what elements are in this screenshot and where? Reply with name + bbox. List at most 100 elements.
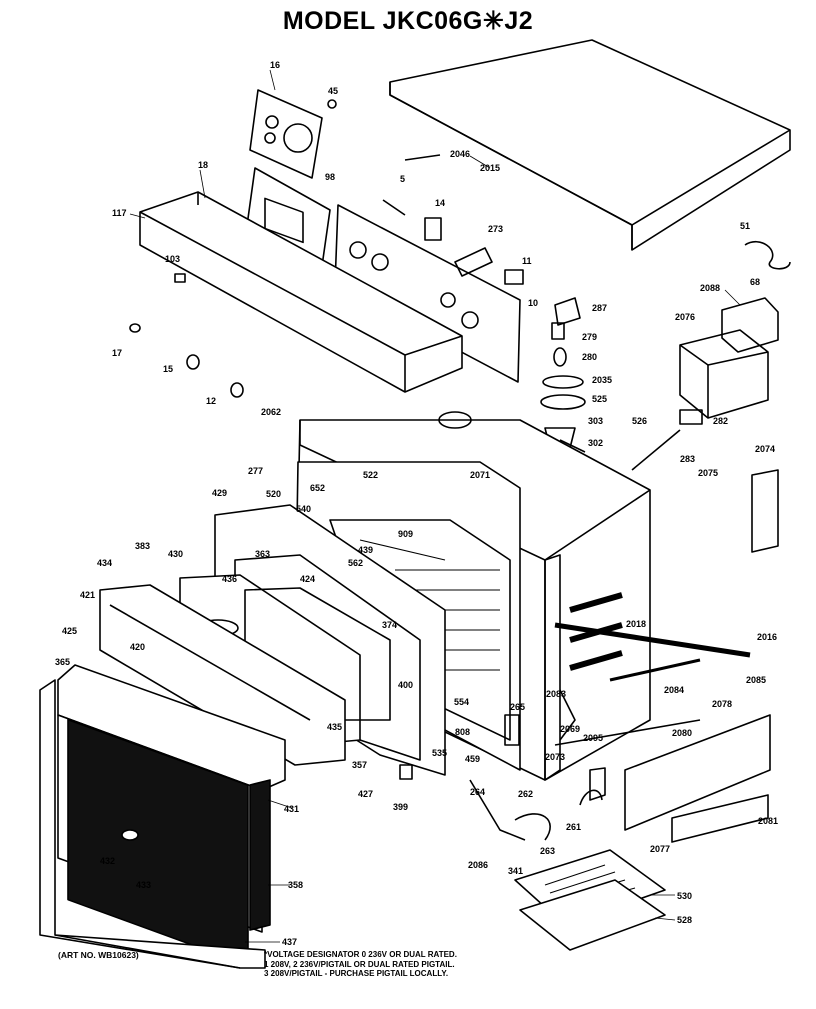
top-cover-panel xyxy=(389,39,791,251)
leader-lines xyxy=(129,69,741,943)
note-line: *VOLTAGE DESIGNATOR 0 236V OR DUAL RATED… xyxy=(264,950,457,959)
part-label: 383 xyxy=(135,541,150,551)
part-label: 652 xyxy=(310,483,325,493)
part-label: 17 xyxy=(112,348,122,358)
relay-hardware xyxy=(382,154,581,326)
door-choke xyxy=(99,584,346,766)
part-label: 2018 xyxy=(626,619,646,629)
part-label: 103 xyxy=(165,254,180,264)
control-panel-face xyxy=(139,191,463,393)
part-label: 427 xyxy=(358,789,373,799)
part-label: 434 xyxy=(97,558,112,568)
part-label: 2078 xyxy=(712,699,732,709)
part-label: 262 xyxy=(518,789,533,799)
part-label: 436 xyxy=(222,574,237,584)
part-label: 522 xyxy=(363,470,378,480)
part-label: 303 xyxy=(588,416,603,426)
part-label: 808 xyxy=(455,727,470,737)
side-panel xyxy=(751,469,779,553)
part-label: 265 xyxy=(510,702,525,712)
power-cord xyxy=(744,240,791,270)
part-label: 287 xyxy=(592,303,607,313)
part-label: 5 xyxy=(400,174,405,184)
part-label: 12 xyxy=(206,396,216,406)
part-label: 433 xyxy=(136,880,151,890)
part-number-labels: 16 45 98 5 2046 2015 18 117 103 14 273 1… xyxy=(55,60,778,947)
part-label: 2069 xyxy=(560,724,580,734)
part-label: 68 xyxy=(750,277,760,287)
part-label: 2015 xyxy=(480,163,500,173)
part-label: 2075 xyxy=(698,468,718,478)
part-label: 273 xyxy=(488,224,503,234)
door-side-strip xyxy=(249,779,271,931)
part-label: 528 xyxy=(677,915,692,925)
part-label: 2088 xyxy=(700,283,720,293)
part-label: 358 xyxy=(288,880,303,890)
part-label: 2016 xyxy=(757,632,777,642)
part-label: 554 xyxy=(454,697,469,707)
part-label: 302 xyxy=(588,438,603,448)
part-label: 15 xyxy=(163,364,173,374)
part-label: 439 xyxy=(358,545,373,555)
control-plate xyxy=(249,89,323,179)
part-label: 431 xyxy=(284,804,299,814)
part-label: 421 xyxy=(80,590,95,600)
part-label: 279 xyxy=(582,332,597,342)
part-label: 2095 xyxy=(583,733,603,743)
part-label: 2085 xyxy=(746,675,766,685)
part-label: 2081 xyxy=(758,816,778,826)
lower-panels xyxy=(554,714,771,843)
control-bracket xyxy=(334,204,521,383)
part-label: 357 xyxy=(352,760,367,770)
part-label: 283 xyxy=(680,454,695,464)
lower-hardware xyxy=(399,689,606,841)
part-label: 2035 xyxy=(592,375,612,385)
part-label: 399 xyxy=(393,802,408,812)
part-label: 520 xyxy=(266,489,281,499)
part-label: 277 xyxy=(248,466,263,476)
part-label: 535 xyxy=(432,748,447,758)
part-label: 429 xyxy=(212,488,227,498)
part-label: 2076 xyxy=(675,312,695,322)
part-label: 425 xyxy=(62,626,77,636)
part-label: 261 xyxy=(566,822,581,832)
part-label: 530 xyxy=(677,891,692,901)
broiler-tray xyxy=(514,849,666,951)
part-label: 98 xyxy=(325,172,335,182)
stirrer-parts xyxy=(540,322,586,453)
part-label: 420 xyxy=(130,642,145,652)
part-label: 45 xyxy=(328,86,338,96)
part-label: 374 xyxy=(382,620,397,630)
part-label: 459 xyxy=(465,754,480,764)
outer-door xyxy=(57,664,286,967)
part-label: 540 xyxy=(296,504,311,514)
part-label: 2071 xyxy=(470,470,490,480)
part-label: 437 xyxy=(282,937,297,947)
part-label: 280 xyxy=(582,352,597,362)
part-label: 2077 xyxy=(650,844,670,854)
art-number: (ART NO. WB10623) xyxy=(58,950,139,960)
voltage-notes: *VOLTAGE DESIGNATOR 0 236V OR DUAL RATED… xyxy=(264,950,457,979)
part-label: 2046 xyxy=(450,149,470,159)
part-label: 435 xyxy=(327,722,342,732)
part-label: 282 xyxy=(713,416,728,426)
part-label: 432 xyxy=(100,856,115,866)
part-label: 2062 xyxy=(261,407,281,417)
part-label: 2080 xyxy=(672,728,692,738)
part-label: 2074 xyxy=(755,444,775,454)
part-label: 430 xyxy=(168,549,183,559)
waveguide-box xyxy=(679,297,779,419)
part-label: 263 xyxy=(540,846,555,856)
part-label: 264 xyxy=(470,787,485,797)
part-label: 2083 xyxy=(546,689,566,699)
part-label: 424 xyxy=(300,574,315,584)
part-label: 18 xyxy=(198,160,208,170)
part-label: 16 xyxy=(270,60,280,70)
part-label: 525 xyxy=(592,394,607,404)
diagram-title: MODEL JKC06G✳J2 xyxy=(282,7,534,35)
part-label: 14 xyxy=(435,198,445,208)
note-line: 3 208V/PIGTAIL - PURCHASE PIGTAIL LOCALL… xyxy=(264,969,449,978)
door-trim xyxy=(39,679,266,969)
part-label: 11 xyxy=(522,256,532,266)
